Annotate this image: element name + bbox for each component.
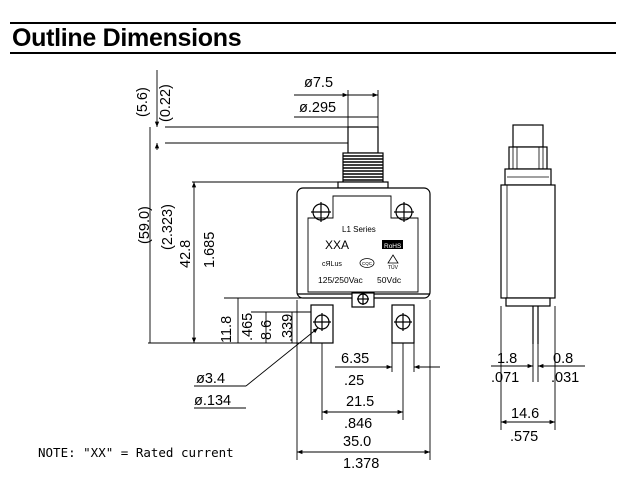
side-body	[500, 184, 556, 299]
side-bushing	[508, 146, 548, 170]
centre-rivet	[351, 292, 375, 308]
cqc-mark	[359, 258, 375, 268]
terminal-screw-left	[313, 313, 331, 331]
label-rohs: RoHS	[384, 243, 402, 250]
side-button	[512, 124, 544, 148]
dim-term-a-in: .465	[240, 313, 256, 341]
dim-side-a-in: .071	[491, 370, 519, 386]
label-ul: cЯLus	[322, 261, 342, 268]
dim-term-b-mm: 8.6	[259, 320, 275, 340]
label-cqc: CQC	[362, 261, 373, 266]
dim-term-span-in: .846	[344, 416, 372, 432]
dim-button-dia-in: ø.295	[299, 100, 336, 116]
dim-term-w-mm: 6.35	[341, 351, 369, 367]
dim-side-w-in: .575	[510, 429, 538, 445]
dim-hole-dia-mm: ø3.4	[196, 371, 225, 387]
dim-body-w-in: 1.378	[343, 456, 379, 472]
dim-button-dia-mm: ø7.5	[304, 75, 333, 91]
label-voltage-dc: 50Vdc	[377, 275, 402, 285]
front-view	[296, 126, 431, 344]
title-rule-top	[10, 22, 616, 24]
label-panel	[307, 195, 419, 293]
side-base	[505, 297, 551, 307]
product-label: L1 Series XXA RoHS cЯLus CQC TÜV 125/250…	[318, 225, 403, 285]
dim-term-span-mm: 21.5	[346, 394, 374, 410]
dim-overall-mm: (59.0)	[137, 206, 153, 244]
dim-side-w-mm: 14.6	[511, 406, 539, 422]
rohs-badge	[382, 240, 403, 249]
label-series: L1 Series	[342, 225, 376, 234]
push-button	[347, 126, 379, 154]
page-title: Outline Dimensions	[12, 24, 242, 52]
dim-side-a-mm: 1.8	[497, 351, 517, 367]
bushing-threads	[343, 155, 383, 181]
dim-overall-in: (2.323)	[160, 204, 176, 250]
hex-nut	[337, 181, 389, 189]
dim-top-gap-in: (0.22)	[158, 84, 174, 122]
label-voltage-ac: 125/250Vac	[318, 275, 363, 285]
label-tuv: TÜV	[388, 264, 399, 271]
dim-hole-dia-in: ø.134	[194, 393, 231, 409]
dim-side-b-mm: 0.8	[553, 351, 573, 367]
dim-term-w-in: .25	[344, 373, 364, 389]
dim-term-a-mm: 11.8	[219, 316, 235, 343]
rated-current-note: NOTE: "XX" = Rated current	[38, 445, 234, 460]
title-rule-bottom	[10, 52, 616, 54]
dim-body-h-mm: 42.8	[178, 240, 194, 268]
terminal-screw-right	[394, 313, 412, 331]
dim-term-b-in: .339	[280, 314, 296, 342]
dimension-text: ø7.5 ø.295 (5.6) (0.22) (59.0) (2.323) 4…	[135, 75, 579, 472]
title-bar: Outline Dimensions	[0, 0, 626, 56]
screw-top-right	[394, 202, 414, 222]
tuv-triangle-icon	[387, 254, 399, 264]
dim-body-h-in: 1.685	[202, 232, 218, 268]
label-rating: XXA	[325, 238, 349, 252]
dim-side-b-in: .031	[551, 370, 579, 386]
dim-top-gap-mm: (5.6)	[135, 87, 151, 117]
side-view	[500, 124, 556, 344]
dimension-lines	[148, 70, 585, 460]
dim-body-w-mm: 35.0	[343, 434, 371, 450]
screw-top-left	[311, 202, 331, 222]
